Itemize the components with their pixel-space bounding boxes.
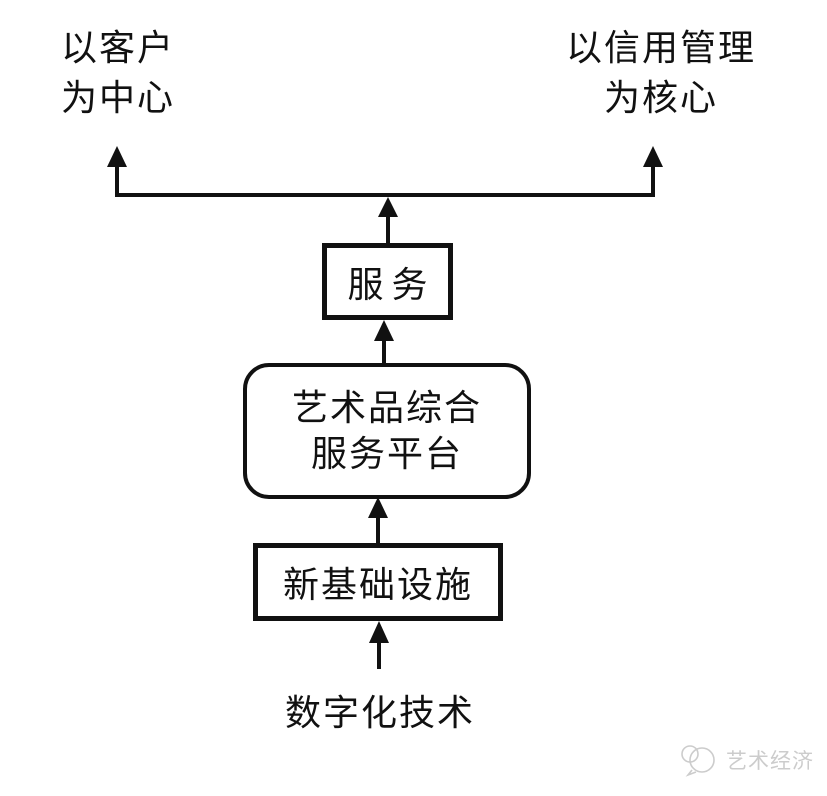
label-digital-line1: 数字化技术 <box>284 693 475 733</box>
label-credit-line2: 为核心 <box>603 78 718 118</box>
chat-bubbles-icon <box>681 745 715 777</box>
service-box-label: 服务 <box>347 264 436 305</box>
arrow-digital-to-infrastructure-icon <box>369 621 389 669</box>
label-credit-management: 以信用管理 为核心 <box>546 23 776 123</box>
platform-box: 艺术品综合 服务平台 <box>243 363 531 499</box>
arrow-up-left-icon <box>107 146 127 197</box>
arrow-platform-to-service-icon <box>374 320 394 366</box>
arrow-service-to-branch-icon <box>378 197 398 245</box>
label-customer-line2: 为中心 <box>60 78 175 118</box>
platform-box-line2: 服务平台 <box>310 434 463 474</box>
platform-box-line1: 艺术品综合 <box>291 388 482 428</box>
arrow-infrastructure-to-platform-icon <box>368 497 388 545</box>
watermark-text: 艺术经济 <box>726 750 814 773</box>
arrow-up-right-icon <box>643 146 663 197</box>
label-digital-technology: 数字化技术 <box>240 688 520 738</box>
service-box: 服务 <box>322 243 453 320</box>
label-credit-line1: 以信用管理 <box>565 28 756 68</box>
infrastructure-box: 新基础设施 <box>253 543 503 621</box>
infrastructure-box-label: 新基础设施 <box>282 565 473 605</box>
watermark: 艺术经济 <box>678 742 814 778</box>
label-customer-line1: 以客户 <box>60 28 175 68</box>
label-customer-centric: 以客户 为中心 <box>18 23 218 123</box>
